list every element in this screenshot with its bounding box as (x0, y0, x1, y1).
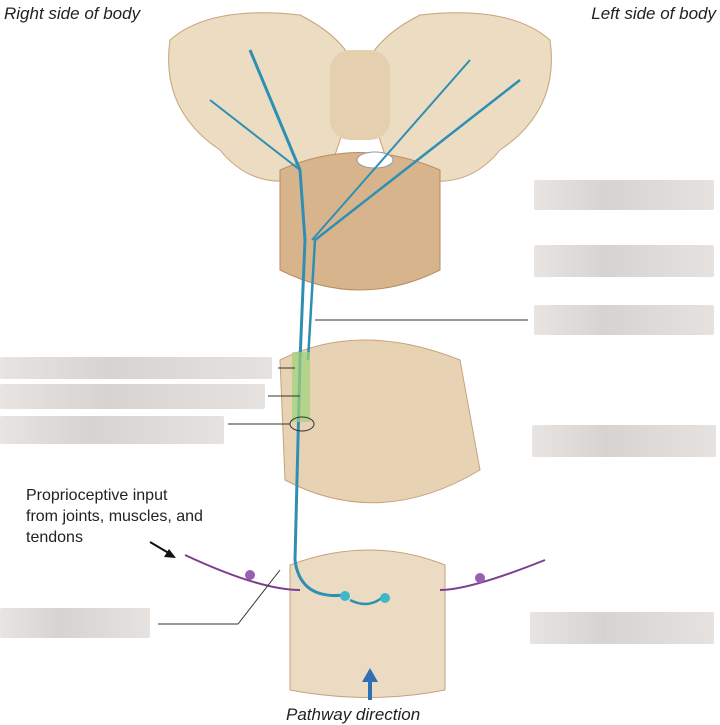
spinal-nerve-left (439, 559, 546, 591)
answer-blank-7[interactable] (532, 425, 716, 457)
label-line: from joints, muscles, and (26, 508, 203, 525)
answer-blank-1[interactable] (534, 180, 714, 210)
label-line: tendons (26, 529, 83, 546)
ganglion-right (245, 570, 255, 580)
label-line: Proprioceptive input (26, 487, 168, 504)
ganglion-left (475, 573, 485, 583)
spinal-cord-lumbar-section (289, 549, 446, 698)
answer-blank-6[interactable] (0, 416, 224, 444)
answer-blank-2[interactable] (534, 245, 714, 277)
leader-line (158, 569, 281, 625)
pathway-direction-label: Pathway direction (286, 705, 421, 724)
answer-blank-3[interactable] (534, 305, 714, 335)
medulla-section (279, 152, 441, 291)
tract-branch-2 (209, 59, 471, 241)
spinocerebellar-tract (248, 49, 346, 598)
tract-bundle-highlight (292, 352, 310, 422)
proprioceptive-input-label: Proprioceptive input from joints, muscle… (26, 485, 203, 548)
answer-blank-4[interactable] (0, 357, 272, 379)
pointer-arrowhead (164, 549, 176, 558)
pathway-direction-arrowhead (362, 668, 378, 682)
answer-blank-5[interactable] (0, 384, 265, 409)
spinal-nerve-right (184, 554, 301, 591)
answer-blank-8[interactable] (0, 608, 150, 638)
vermis (330, 50, 390, 140)
spinal-cord-cervical-section (279, 339, 481, 504)
left-side-label: Left side of body (591, 4, 716, 23)
neuron-cell-body-2 (380, 593, 390, 603)
neuron-cell-body (340, 591, 350, 601)
answer-blank-9[interactable] (530, 612, 714, 644)
right-side-label: Right side of body (4, 4, 141, 23)
